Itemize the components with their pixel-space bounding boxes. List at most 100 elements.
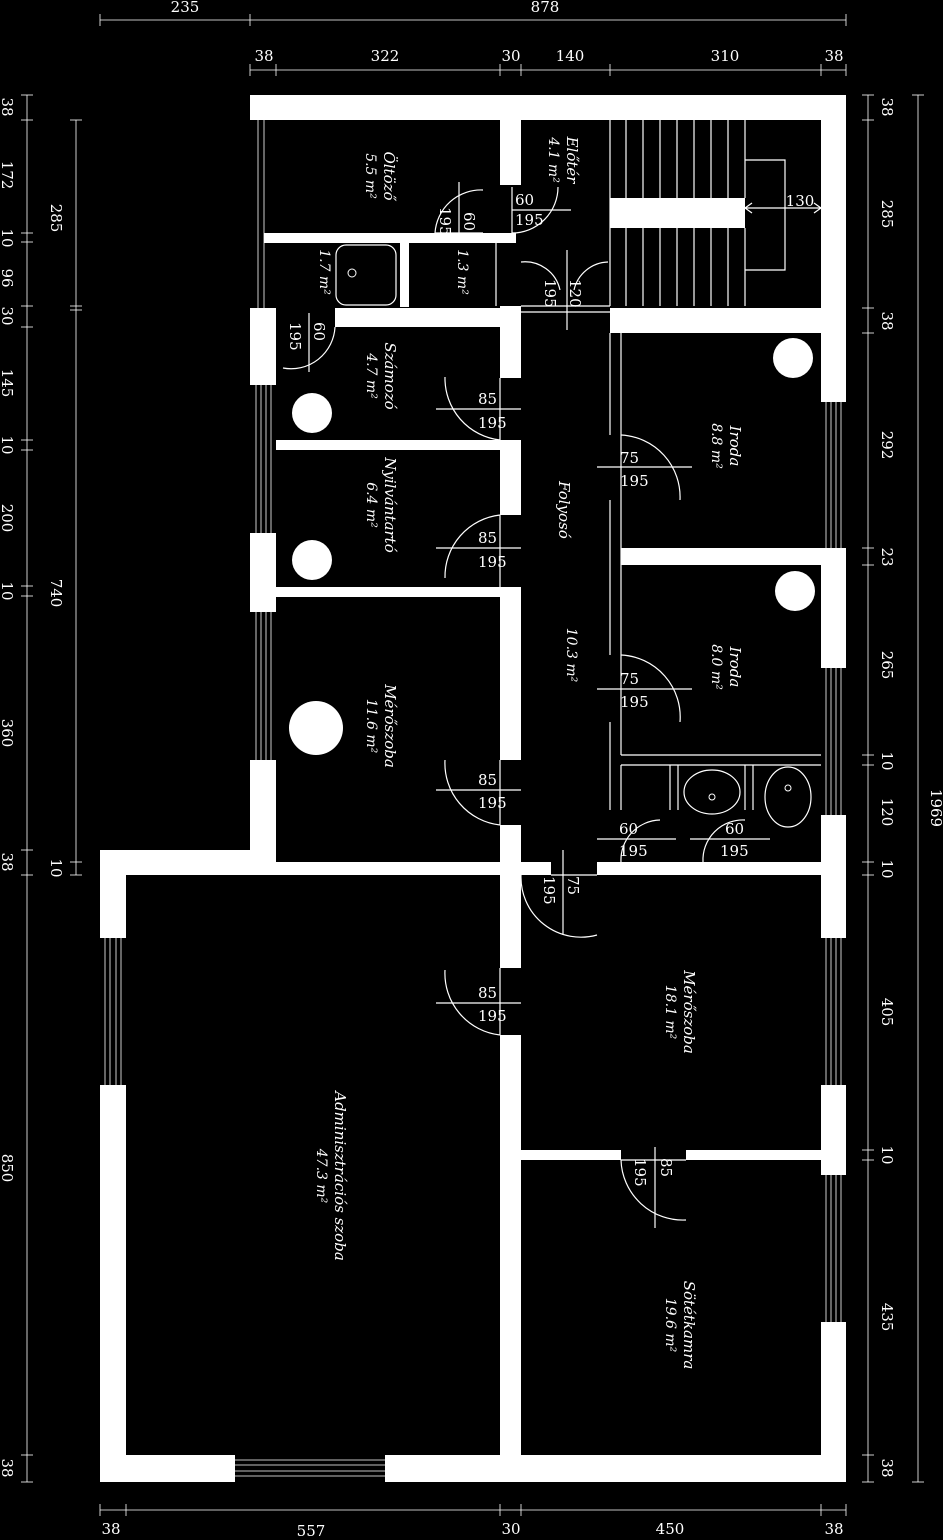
room-area: 18.1 m²: [662, 985, 678, 1040]
door-height: 195: [478, 553, 507, 571]
dim-top-inner: 30: [501, 47, 520, 65]
room-area: 4.7 m²: [363, 352, 379, 399]
door-width: 120: [566, 279, 584, 308]
dim-right: 10: [878, 751, 896, 770]
dim-right: 285: [878, 200, 896, 229]
room-labels: Előtér 4.1 m² Öltöző 5.5 m² 1.7 m² 1.3 m…: [313, 136, 744, 1370]
door-height: 195: [620, 472, 649, 490]
dim-left: 10: [0, 228, 16, 247]
room-szamozo: Számozó 4.7 m²: [363, 342, 399, 409]
room-area: 8.0 m²: [708, 644, 724, 690]
room-wc: 1.3 m²: [454, 249, 470, 295]
room-area: 10.3 m²: [563, 628, 579, 683]
door-width: 60: [460, 212, 478, 231]
door-height: 195: [720, 842, 749, 860]
door-swing[interactable]: 60 195: [690, 819, 770, 863]
door-height: 195: [436, 207, 454, 236]
dim-bottom: 450: [656, 1520, 685, 1538]
door-height: 195: [478, 1007, 507, 1025]
dim-right: 38: [878, 97, 896, 116]
dim-right: 23: [878, 547, 896, 566]
window: [257, 120, 265, 308]
door-width: 60: [619, 820, 638, 838]
dim-total-height: 1969: [927, 789, 943, 827]
toilet: [764, 766, 812, 828]
door-width: 85: [478, 390, 497, 408]
door-height: 195: [541, 279, 559, 308]
door-swing[interactable]: 75 195: [597, 434, 692, 501]
dim-top-inner: 310: [711, 47, 740, 65]
door-swing[interactable]: 75 195: [520, 850, 598, 938]
dim-right: 405: [878, 998, 896, 1027]
dim-left: 850: [0, 1154, 16, 1183]
door-width: 60: [515, 191, 534, 209]
dim-left: 38: [0, 852, 16, 871]
room-area: 11.6 m²: [363, 699, 379, 754]
door-swing[interactable]: 60 195: [511, 186, 571, 234]
room-folyoso-area: 10.3 m²: [563, 628, 579, 683]
room-area: 19.6 m²: [662, 1298, 678, 1353]
column: [773, 338, 813, 378]
dim-left: 10: [0, 435, 16, 454]
shower-tray: [335, 244, 397, 306]
partitions: [495, 120, 823, 810]
stair-dimension: 130: [786, 192, 815, 210]
door-height: 195: [478, 414, 507, 432]
dim-left-inner: 285: [47, 204, 65, 233]
dim-right: 10: [878, 1145, 896, 1164]
dim-left: 38: [0, 97, 16, 116]
walls: [100, 95, 846, 1482]
dim-left: 172: [0, 161, 16, 190]
door-swing[interactable]: 60 195: [282, 313, 336, 372]
room-nyilvantarto: Nyilvántartó 6.4 m²: [363, 456, 399, 552]
dim-left-inner: 10: [47, 858, 65, 877]
door-height: 195: [515, 211, 544, 229]
door-swing[interactable]: 60 195: [434, 182, 484, 243]
toilet: [683, 769, 741, 815]
room-name: Sötétkamra: [680, 1281, 698, 1370]
dim-left: 96: [0, 268, 16, 287]
room-name: Iroda: [726, 425, 744, 467]
dim-left: 200: [0, 504, 16, 533]
room-area: 6.4 m²: [363, 482, 379, 528]
room-oltozo: Öltöző 5.5 m²: [362, 151, 398, 201]
fixtures: [289, 244, 815, 828]
door-swing[interactable]: 85 195: [436, 759, 521, 826]
room-name: Mérőszoba: [680, 969, 698, 1054]
door-width: 85: [478, 771, 497, 789]
dim-top-inner: 140: [556, 47, 585, 65]
door-height: 195: [620, 693, 649, 711]
door-height: 195: [540, 876, 558, 905]
door-swing[interactable]: 85 195: [620, 1147, 687, 1228]
doors: 60 195 60 195 120 195 60 195 85 195: [282, 182, 770, 1228]
room-name: Előtér: [563, 136, 581, 185]
door-width: 60: [310, 322, 328, 341]
door-swing[interactable]: 120 195: [520, 250, 609, 330]
door-width: 85: [657, 1158, 675, 1177]
room-area: 4.1 m²: [545, 136, 561, 183]
room-area: 1.7 m²: [316, 249, 332, 295]
room-name: Folyosó: [555, 480, 573, 539]
column: [292, 393, 332, 433]
dimension-lines: [21, 14, 924, 1516]
windows: [104, 120, 842, 1477]
room-sotetkamra: Sötétkamra 19.6 m²: [662, 1281, 698, 1370]
door-swing[interactable]: 85 195: [436, 514, 521, 587]
room-name: Öltöző: [380, 151, 398, 201]
dim-bottom: 38: [824, 1520, 843, 1538]
room-area: 1.3 m²: [454, 249, 470, 295]
window: [104, 938, 122, 1085]
window: [255, 385, 272, 533]
door-swing[interactable]: 85 195: [436, 968, 521, 1036]
door-swing[interactable]: 60 195: [597, 819, 676, 863]
dim-top-878: 878: [531, 0, 560, 16]
door-width: 75: [564, 876, 582, 895]
room-area: 47.3 m²: [313, 1148, 329, 1204]
door-height: 195: [631, 1158, 649, 1187]
dim-top-235: 235: [171, 0, 200, 16]
dim-top-inner: 38: [254, 47, 273, 65]
door-swing[interactable]: 85 195: [436, 376, 521, 441]
door-swing[interactable]: 75 195: [597, 654, 692, 723]
